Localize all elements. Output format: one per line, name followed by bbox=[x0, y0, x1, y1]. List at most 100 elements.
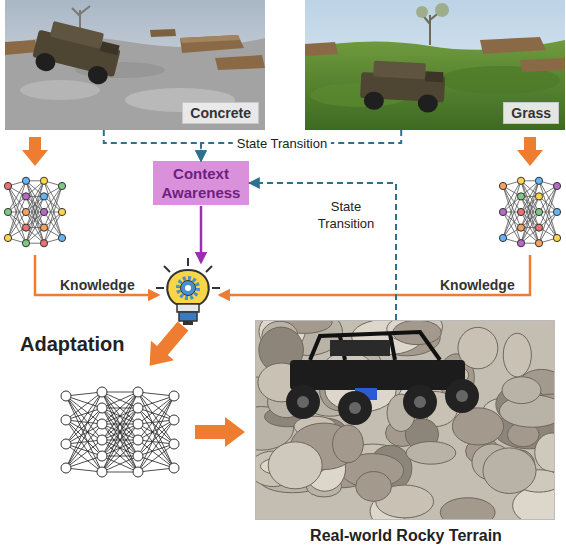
rocky-terrain-photo bbox=[255, 320, 555, 520]
orange-block-arrow bbox=[22, 137, 48, 166]
lightbulb-icon bbox=[179, 312, 197, 321]
net-neuron bbox=[133, 387, 143, 397]
net-link bbox=[102, 424, 138, 472]
net-neuron bbox=[61, 391, 71, 401]
grass-sim-image bbox=[480, 37, 546, 54]
rock bbox=[268, 442, 322, 489]
adaptation-label: Adaptation bbox=[20, 333, 124, 356]
concrete-sim-image bbox=[5, 40, 38, 55]
lightbulb-icon bbox=[185, 285, 191, 291]
grass-policy-network bbox=[499, 177, 560, 247]
edge-label: State Transition bbox=[308, 198, 384, 232]
knowledge-arrow bbox=[35, 255, 158, 295]
concrete-sim-image bbox=[5, 0, 265, 130]
net-neuron bbox=[133, 419, 143, 429]
net-neuron bbox=[517, 193, 524, 200]
net-neuron bbox=[97, 403, 107, 413]
net-link bbox=[8, 196, 26, 238]
net-neuron bbox=[22, 224, 29, 231]
net-neuron bbox=[61, 439, 71, 449]
robot-car bbox=[414, 396, 426, 408]
edge-label: State Transition bbox=[233, 135, 331, 152]
net-neuron bbox=[97, 419, 107, 429]
net-neuron bbox=[517, 208, 524, 215]
concrete-sim-image bbox=[150, 29, 176, 37]
robot-car bbox=[349, 402, 361, 414]
node-label: Grass bbox=[503, 102, 559, 124]
net-neuron bbox=[553, 182, 560, 189]
net-neuron bbox=[499, 182, 506, 189]
rock bbox=[440, 498, 495, 520]
net-neuron bbox=[169, 391, 179, 401]
robot-car bbox=[338, 391, 372, 425]
net-link bbox=[26, 196, 44, 243]
net-link bbox=[138, 396, 174, 456]
net-link bbox=[66, 396, 102, 456]
grass-sim-image bbox=[305, 42, 338, 56]
net-link bbox=[66, 420, 102, 472]
net-neuron bbox=[22, 193, 29, 200]
lightbulb-icon bbox=[183, 321, 193, 325]
net-link bbox=[503, 196, 521, 238]
net-link bbox=[138, 420, 174, 472]
net-link bbox=[66, 392, 102, 444]
net-neuron bbox=[133, 403, 143, 413]
knowledge-label: Knowledge bbox=[60, 277, 135, 293]
grass-sim-image bbox=[417, 94, 438, 113]
sim-terrain-panel: Concrete bbox=[5, 0, 265, 130]
net-neuron bbox=[133, 467, 143, 477]
net-neuron bbox=[535, 193, 542, 200]
robot-car bbox=[290, 360, 465, 390]
net-neuron bbox=[58, 208, 65, 215]
grass-sim-image bbox=[373, 61, 426, 80]
concrete-sim-image bbox=[86, 64, 110, 86]
concrete-sim-image bbox=[180, 35, 240, 43]
robot-car bbox=[286, 385, 320, 419]
net-neuron bbox=[4, 234, 11, 241]
net-neuron bbox=[40, 193, 47, 200]
real-terrain-panel: Real-world Rocky Terrain bbox=[255, 320, 555, 520]
net-neuron bbox=[133, 451, 143, 461]
concrete-sim-image bbox=[215, 55, 265, 70]
net-neuron bbox=[4, 182, 11, 189]
net-link bbox=[102, 456, 138, 472]
knowledge-label: Knowledge bbox=[440, 277, 515, 293]
net-link bbox=[66, 424, 102, 468]
net-neuron bbox=[40, 224, 47, 231]
net-neuron bbox=[499, 208, 506, 215]
net-neuron bbox=[58, 182, 65, 189]
state-transition-link bbox=[104, 130, 201, 161]
concrete-sim-image bbox=[180, 35, 244, 53]
net-neuron bbox=[169, 463, 179, 473]
net-link bbox=[102, 392, 138, 472]
net-neuron bbox=[61, 415, 71, 425]
grass-sim-image bbox=[425, 71, 443, 82]
grass-sim-image bbox=[359, 60, 445, 113]
net-link bbox=[521, 196, 539, 243]
net-link bbox=[102, 392, 138, 408]
net-neuron bbox=[535, 224, 542, 231]
concrete-policy-network bbox=[4, 177, 65, 247]
orange-block-arrow bbox=[517, 137, 543, 166]
net-neuron bbox=[97, 451, 107, 461]
grass-sim-image bbox=[416, 6, 428, 18]
net-neuron bbox=[553, 234, 560, 241]
net-link bbox=[138, 408, 174, 468]
net-link bbox=[102, 392, 138, 408]
concrete-sim-image bbox=[5, 0, 265, 130]
rocky-terrain-photo bbox=[255, 320, 555, 520]
net-neuron bbox=[22, 240, 29, 247]
concrete-sim-image bbox=[34, 51, 58, 73]
rock bbox=[503, 333, 531, 377]
lightbulb-icon bbox=[178, 278, 198, 298]
rock bbox=[502, 377, 541, 404]
lightbulb-icon bbox=[177, 304, 199, 312]
net-neuron bbox=[22, 177, 29, 184]
net-neuron bbox=[535, 208, 542, 215]
adapted-network bbox=[61, 387, 179, 477]
rock bbox=[483, 448, 536, 494]
net-neuron bbox=[58, 234, 65, 241]
net-link bbox=[66, 456, 102, 468]
